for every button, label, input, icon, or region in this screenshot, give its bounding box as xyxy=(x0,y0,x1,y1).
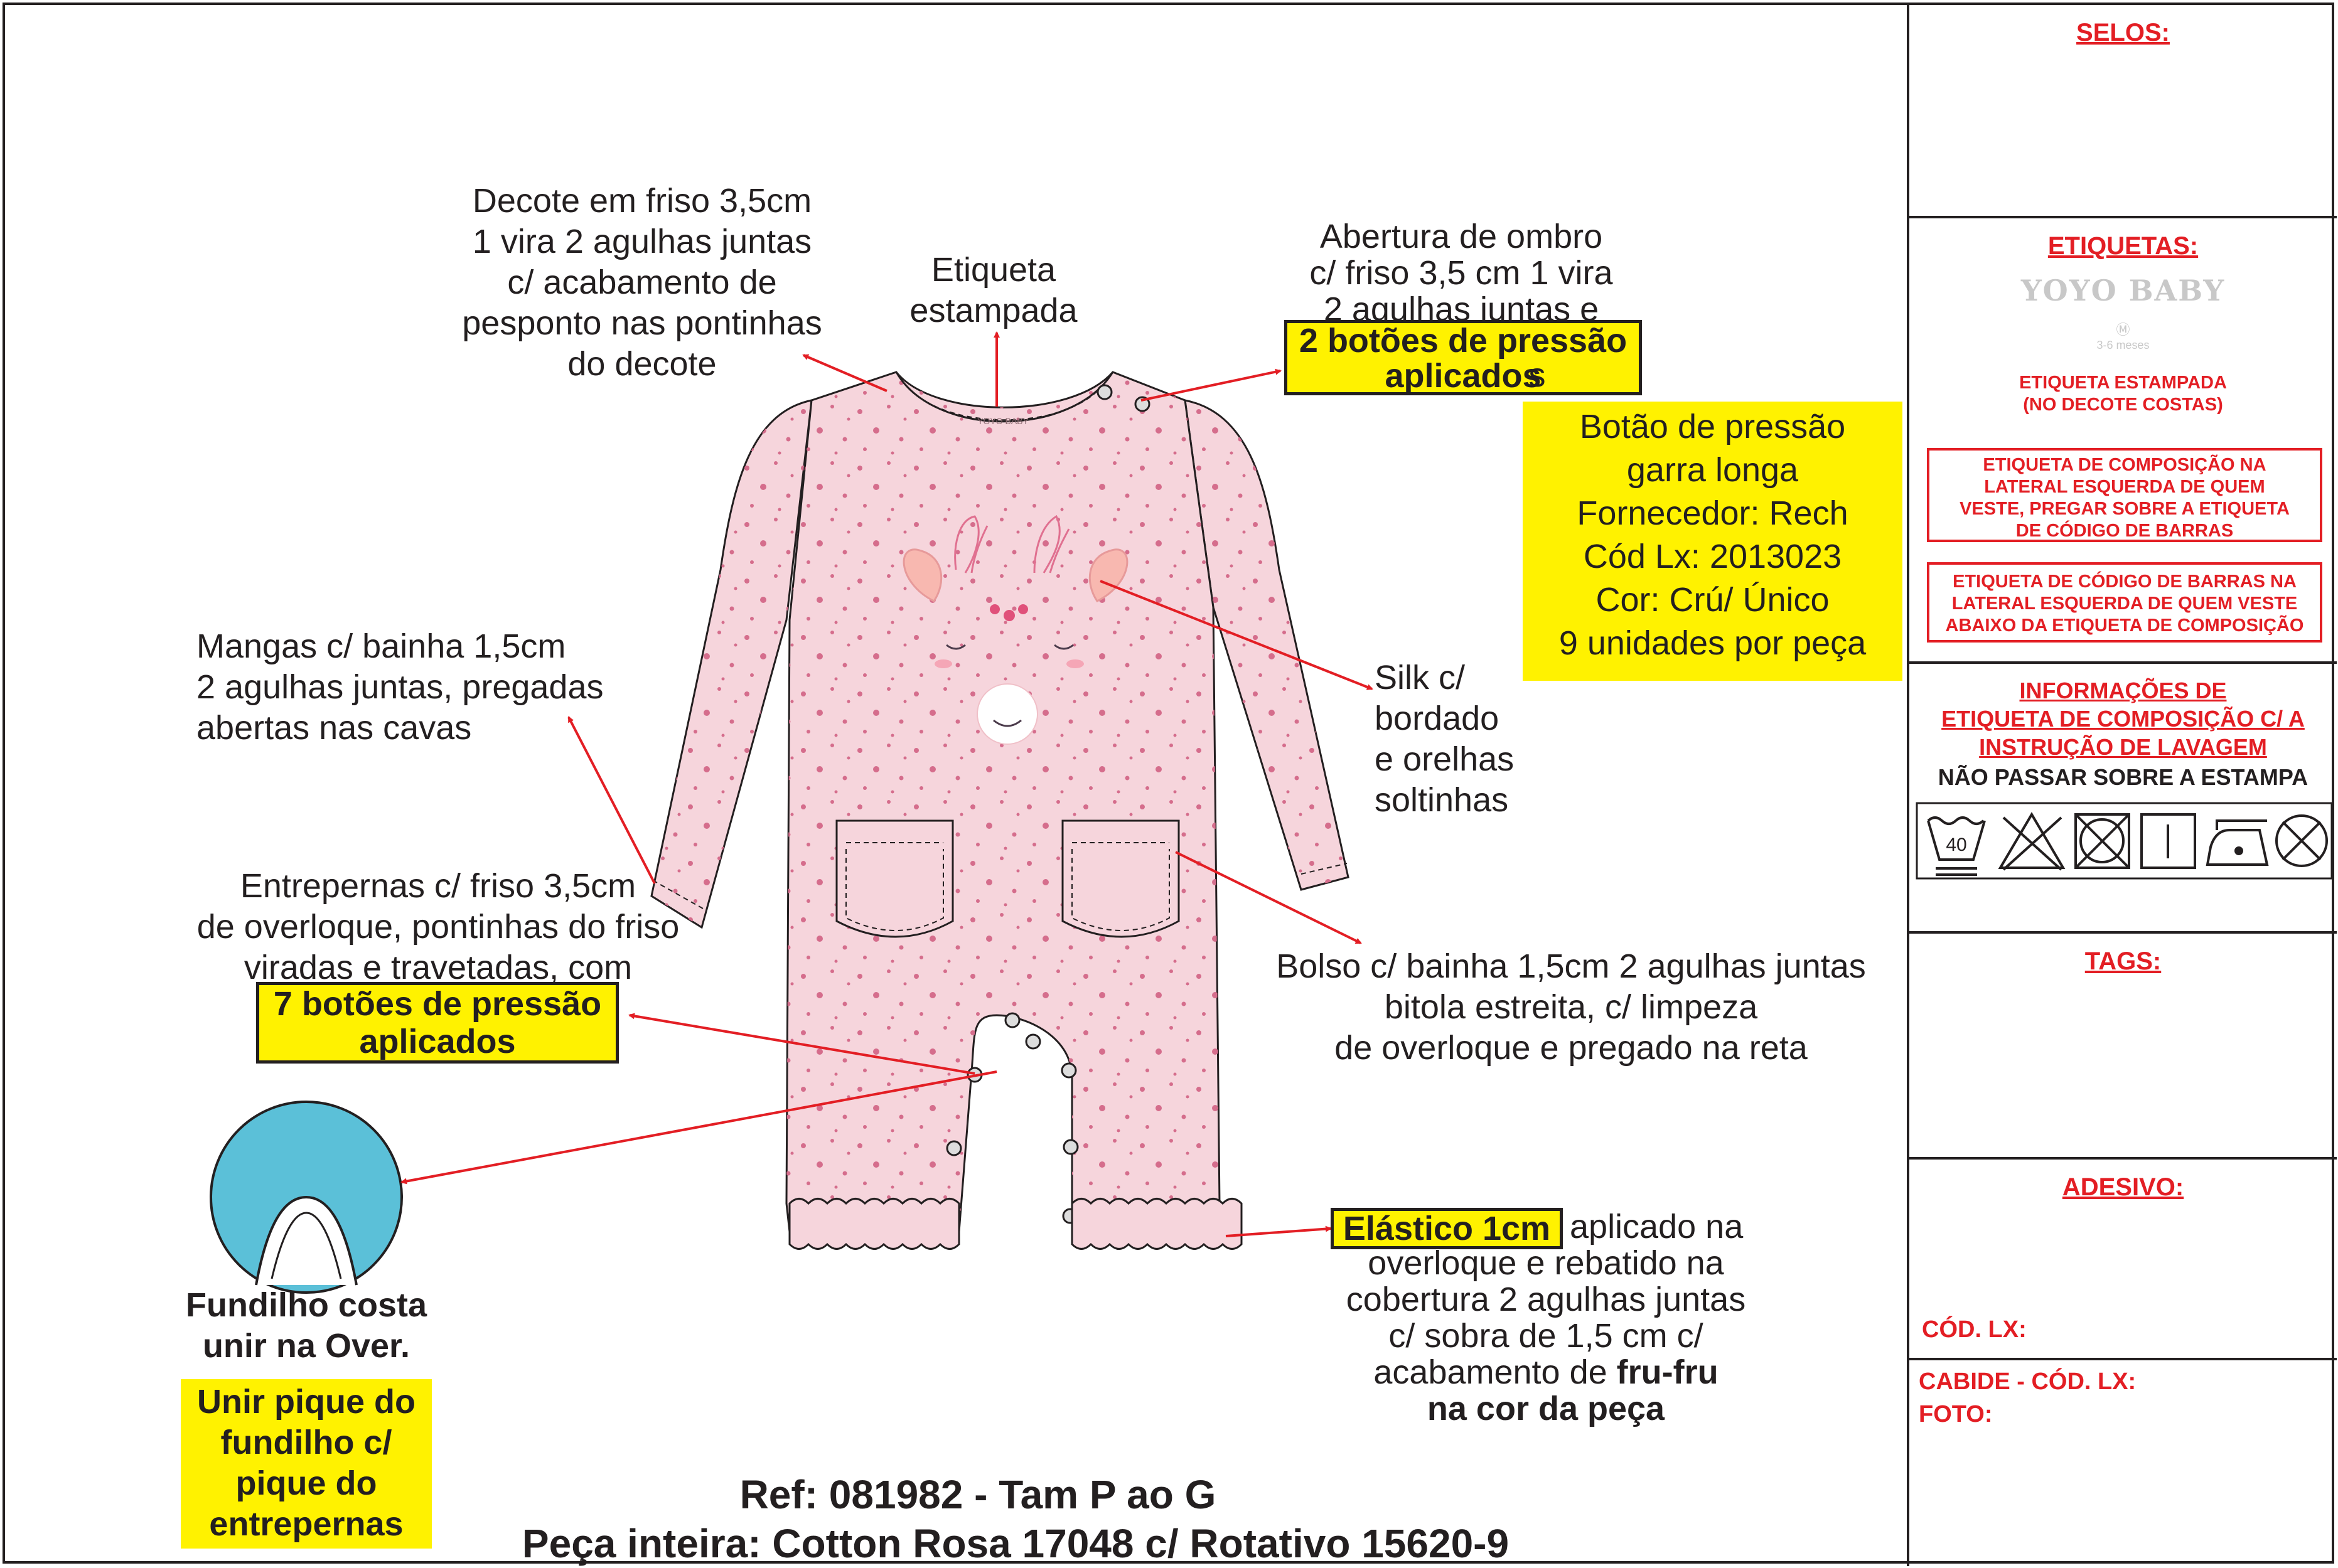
shoulder-snap xyxy=(1097,384,1113,400)
shoulder-snap xyxy=(1134,396,1150,412)
tech-sheet: YOYO BABY xyxy=(3,3,2337,1566)
elastico-note: aplicado na overloque e rebatido na cobe… xyxy=(1346,1208,1746,1427)
giraffe-print xyxy=(903,515,1129,745)
left-pocket xyxy=(835,819,954,938)
neck-brand-label: YOYO BABY xyxy=(977,416,1029,426)
etiquetas-title: ETIQUETAS: xyxy=(2047,232,2199,260)
right-pocket xyxy=(1061,819,1180,938)
callout-arrows xyxy=(400,331,1373,1237)
elastico-highlight: Elástico 1cm xyxy=(1331,1208,1563,1249)
nao-passar-text: NÃO PASSAR SOBRE A ESTAMPA xyxy=(1938,764,2309,790)
brand-size: 3-6 meses xyxy=(2096,339,2150,351)
tags-title: TAGS: xyxy=(2084,947,2162,975)
selos-section: SELOS: xyxy=(1909,5,2337,218)
fundilho-detail xyxy=(210,1101,403,1294)
cod-lx-label: CÓD. LX: xyxy=(1922,1316,2027,1343)
selos-title: SELOS: xyxy=(2076,19,2170,46)
no-dry-clean-icon xyxy=(2275,814,2328,867)
peca-line: Peça inteira: Cotton Rosa 17048 c/ Rotat… xyxy=(522,1521,1510,1566)
care-symbols: 40 xyxy=(1916,802,2333,880)
cabide-label: CABIDE - CÓD. LX: FOTO: xyxy=(1919,1368,2137,1427)
brand-logo: YOYO BABY xyxy=(2020,274,2226,307)
wash-40-icon: 40 xyxy=(1927,816,1986,876)
no-bleach-icon xyxy=(1998,812,2066,871)
left-leg-ruffle xyxy=(788,1198,960,1250)
etiquetas-section: ETIQUETAS: YOYO BABY Ⓜ 3-6 meses ETIQUET… xyxy=(1909,218,2337,664)
neckband xyxy=(895,371,1114,423)
garment-drawing: YOYO BABY xyxy=(210,331,1373,1294)
svg-text:40: 40 xyxy=(1946,835,1966,855)
ref-line: Ref: 081982 - Tam P ao G xyxy=(739,1472,1216,1517)
line-dry-icon xyxy=(2140,813,2196,869)
brand-size-icon: Ⓜ xyxy=(2116,322,2130,338)
right-leg-ruffle xyxy=(1071,1198,1243,1250)
adesivo-section: ADESIVO: CÓD. LX: xyxy=(1909,1160,2337,1360)
ombro-tail: s xyxy=(1528,356,1546,394)
sidebar: SELOS: ETIQUETAS: YOYO BABY Ⓜ 3-6 meses … xyxy=(1907,5,2337,1566)
tags-section: TAGS: xyxy=(1909,934,2337,1160)
iron-low-icon xyxy=(2206,819,2269,866)
cabide-section: CABIDE - CÓD. LX: FOTO: xyxy=(1909,1360,2337,1566)
adesivo-title: ADESIVO: xyxy=(2062,1173,2184,1201)
no-tumble-dry-icon xyxy=(2074,813,2130,869)
etiqueta-estampada-text: ETIQUETA ESTAMPADA(NO DECOTE COSTAS) xyxy=(2019,373,2227,415)
